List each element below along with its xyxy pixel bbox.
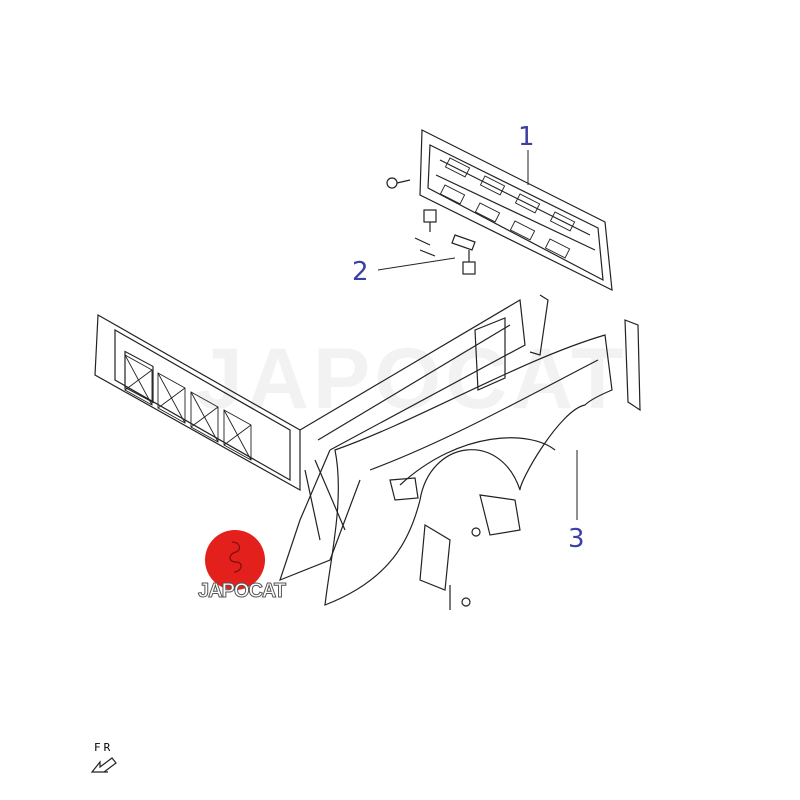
part-rear-fender[interactable] xyxy=(324,319,641,606)
japocat-logo xyxy=(205,530,265,590)
part-inner-side-panel[interactable] xyxy=(279,294,549,582)
callout-1[interactable]: 1 xyxy=(518,122,535,152)
part-front-panel[interactable] xyxy=(419,129,613,292)
callout-3[interactable]: 3 xyxy=(568,524,585,554)
front-direction-arrow-icon xyxy=(90,757,117,773)
part-mudguard[interactable] xyxy=(419,494,521,610)
callout-2[interactable]: 2 xyxy=(352,257,369,287)
part-bed-side-left[interactable] xyxy=(94,313,301,492)
front-direction-label: FR xyxy=(94,741,114,754)
logo-text: JAPOCAT xyxy=(197,580,286,603)
part-bracket-bolts[interactable] xyxy=(377,177,476,275)
